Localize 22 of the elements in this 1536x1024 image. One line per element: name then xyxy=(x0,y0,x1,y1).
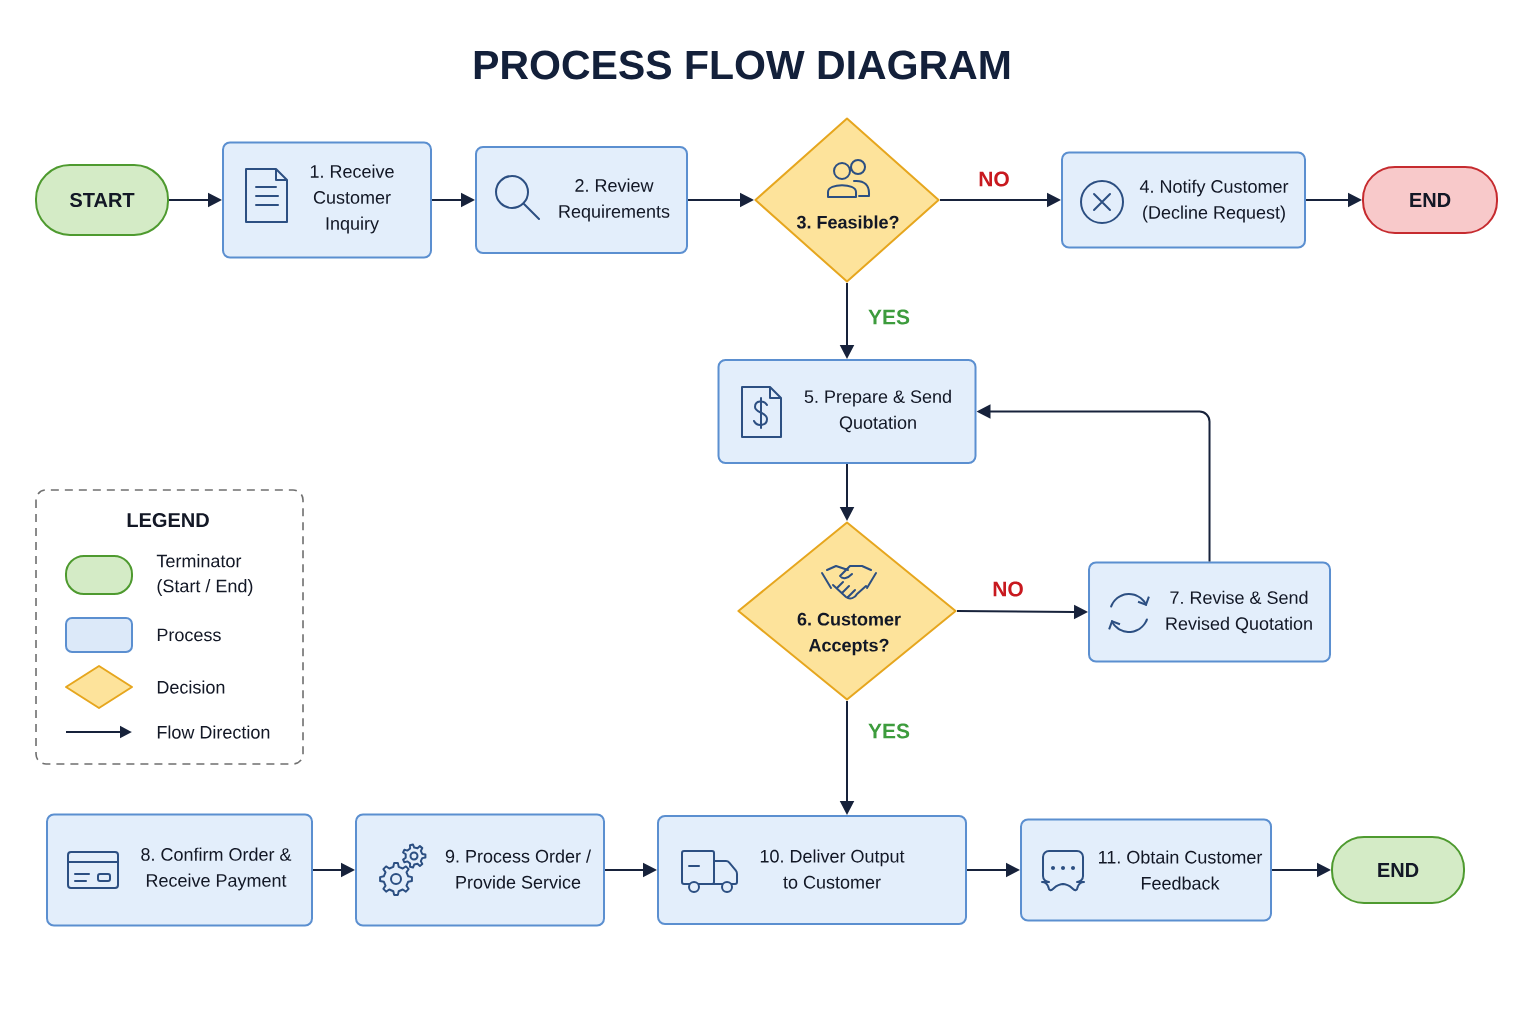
edge-label: YES xyxy=(865,720,913,742)
legend-label: Process xyxy=(157,628,221,642)
terminator-pill: END xyxy=(1331,836,1465,904)
process-box: 9. Process Order / Provide Service xyxy=(355,813,605,927)
process-box: 5. Prepare & Send Quotation xyxy=(717,359,977,464)
edge-label: NO xyxy=(989,578,1027,600)
edge-label: NO xyxy=(975,168,1013,190)
legend-title: LEGEND xyxy=(127,512,209,528)
terminator-pill: END xyxy=(1362,166,1498,234)
process-box: 1. Receive Customer Inquiry xyxy=(222,141,432,259)
title: PROCESS FLOW DIAGRAM xyxy=(474,50,1010,80)
process-box: 4. Notify Customer (Decline Request) xyxy=(1061,151,1306,249)
process-box: 8. Confirm Order & Receive Payment xyxy=(46,813,313,927)
process-box: 2. Review Requirements xyxy=(475,146,688,254)
edge-label: YES xyxy=(865,306,913,328)
process-box: 7. Revise & Send Revised Quotation xyxy=(1088,561,1331,663)
process-box: 11. Obtain Customer Feedback xyxy=(1020,818,1272,922)
legend-label: Terminator (Start / End) xyxy=(156,554,253,596)
terminator-pill: START xyxy=(35,164,169,236)
legend-label: Decision xyxy=(157,680,225,694)
process-box: 10. Deliver Output to Customer xyxy=(657,815,967,925)
legend-label: Flow Direction xyxy=(157,725,270,739)
